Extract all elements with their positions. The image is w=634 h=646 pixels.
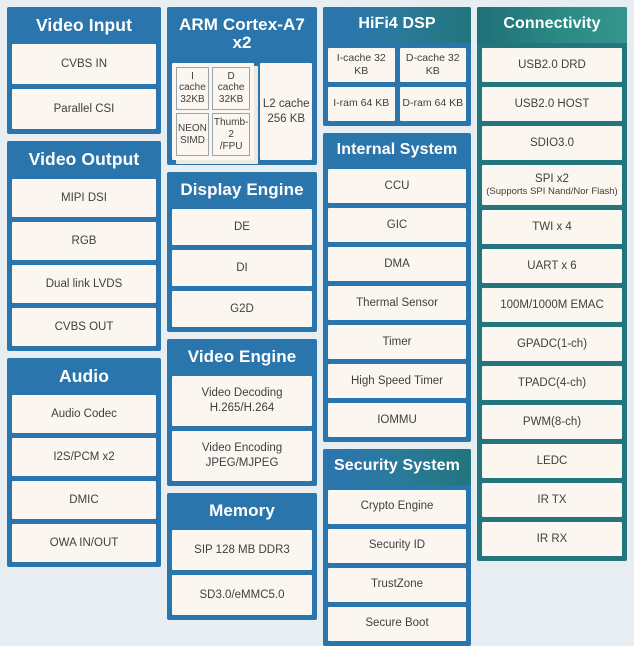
item-ledc[interactable]: LEDC: [482, 443, 622, 478]
item-thermal-sensor[interactable]: Thermal Sensor: [328, 285, 466, 320]
arm-core-body: I cache 32KB D cache 32KB NEON SIMD Th: [172, 62, 312, 165]
item-gic[interactable]: GIC: [328, 207, 466, 242]
item-dsp-i-ram[interactable]: I-ram 64 KB: [328, 87, 395, 122]
item-crypto-engine[interactable]: Crypto Engine: [328, 489, 466, 524]
item-i2s-pcm-x2[interactable]: I2S/PCM x2: [12, 438, 156, 477]
block-internal-system: Internal System CCU GIC DMA Thermal Sens…: [323, 133, 471, 442]
item-timer[interactable]: Timer: [328, 324, 466, 359]
l2-cache-line1: L2 cache: [262, 97, 310, 110]
video-decoding-sub: H.265/H.264: [209, 402, 275, 415]
block-security-system: Security System Crypto Engine Security I…: [323, 448, 471, 646]
item-emac[interactable]: 100M/1000M EMAC: [482, 287, 622, 322]
block-connectivity: Connectivity USB2.0 DRD USB2.0 HOST SDIO…: [477, 7, 627, 561]
block-audio: Audio Audio Codec I2S/PCM x2 DMIC OWA IN…: [7, 357, 161, 568]
item-security-id[interactable]: Security ID: [328, 528, 466, 563]
block-display-engine: Display Engine DE DI G2D: [167, 172, 317, 333]
cell-i-cache-line1: I cache: [179, 70, 206, 94]
arm-cache-stack: I cache 32KB D cache 32KB NEON SIMD Th: [172, 62, 259, 165]
hifi4-dsp-grid: I-cache 32 KB D-cache 32 KB I-ram 64 KB …: [328, 47, 466, 122]
diagram-column-4: Connectivity USB2.0 DRD USB2.0 HOST SDIO…: [477, 7, 627, 561]
item-di[interactable]: DI: [172, 250, 312, 287]
item-ir-rx[interactable]: IR RX: [482, 521, 622, 556]
block-title-security-system: Security System: [323, 448, 471, 485]
item-video-decoding[interactable]: Video Decoding H.265/H.264: [172, 376, 312, 427]
block-hifi4-dsp: HiFi4 DSP I-cache 32 KB D-cache 32 KB I-…: [323, 7, 471, 127]
block-title-hifi4-dsp: HiFi4 DSP: [323, 7, 471, 43]
cell-i-cache-line2: 32KB: [180, 94, 205, 106]
block-video-input: Video Input CVBS IN Parallel CSI: [7, 7, 161, 135]
cell-thumb2-fpu[interactable]: Thumb-2 /FPU: [211, 113, 251, 157]
item-ccu[interactable]: CCU: [328, 168, 466, 203]
video-decoding-label: Video Decoding: [201, 387, 283, 400]
item-video-encoding[interactable]: Video Encoding JPEG/MJPEG: [172, 431, 312, 482]
item-sdio30[interactable]: SDIO3.0: [482, 125, 622, 160]
item-cvbs-in[interactable]: CVBS IN: [12, 44, 156, 85]
block-arm-cortex-a7: ARM Cortex-A7 x2 I cache 32KB D cache 32…: [167, 7, 317, 166]
block-video-output: Video Output MIPI DSI RGB Dual link LVDS…: [7, 141, 161, 351]
cell-d-cache-line1: D cache: [217, 70, 245, 94]
block-title-display-engine: Display Engine: [180, 180, 304, 200]
block-title-arm-cortex-a7: ARM Cortex-A7 x2: [179, 15, 305, 52]
spi-x2-label: SPI x2: [535, 172, 569, 185]
block-title-internal-system: Internal System: [336, 141, 458, 159]
cell-neon-line1: NEON: [178, 122, 207, 134]
diagram-column-2: ARM Cortex-A7 x2 I cache 32KB D cache 32…: [167, 7, 317, 620]
cell-thumb2-line1: Thumb-2: [213, 117, 249, 140]
cell-d-cache-line2: 32KB: [218, 94, 244, 106]
item-ir-tx[interactable]: IR TX: [482, 482, 622, 517]
block-title-audio: Audio: [58, 365, 110, 386]
cell-neon-simd[interactable]: NEON SIMD: [176, 113, 209, 157]
item-secure-boot[interactable]: Secure Boot: [328, 606, 466, 641]
item-uart-x6[interactable]: UART x 6: [482, 248, 622, 283]
item-de[interactable]: DE: [172, 209, 312, 246]
block-title-memory: Memory: [209, 501, 275, 521]
block-memory: Memory SIP 128 MB DDR3 SD3.0/eMMC5.0: [167, 493, 317, 620]
item-pwm[interactable]: PWM(8-ch): [482, 404, 622, 439]
spi-x2-sub: (Supports SPI Nand/Nor Flash): [486, 186, 618, 198]
item-cvbs-out[interactable]: CVBS OUT: [12, 307, 156, 346]
soc-block-diagram: Video Input CVBS IN Parallel CSI Video O…: [7, 7, 627, 646]
cell-neon-line2: SIMD: [179, 134, 205, 146]
block-title-video-input: Video Input: [35, 15, 133, 35]
item-owa-in-out[interactable]: OWA IN/OUT: [12, 524, 156, 563]
arm-cache-card: I cache 32KB D cache 32KB NEON SIMD Th: [172, 62, 255, 161]
item-spi-x2[interactable]: SPI x2 (Supports SPI Nand/Nor Flash): [482, 164, 622, 205]
diagram-column-1: Video Input CVBS IN Parallel CSI Video O…: [7, 7, 161, 568]
item-dma[interactable]: DMA: [328, 246, 466, 281]
block-video-engine: Video Engine Video Decoding H.265/H.264 …: [167, 339, 317, 487]
item-gpadc[interactable]: GPADC(1-ch): [482, 326, 622, 361]
item-iommu[interactable]: IOMMU: [328, 402, 466, 437]
cell-i-cache[interactable]: I cache 32KB: [176, 66, 209, 111]
item-mipi-dsi[interactable]: MIPI DSI: [12, 178, 156, 217]
item-dual-link-lvds[interactable]: Dual link LVDS: [12, 264, 156, 303]
cell-d-cache[interactable]: D cache 32KB: [211, 66, 251, 111]
item-dmic[interactable]: DMIC: [12, 481, 156, 520]
item-usb20-drd[interactable]: USB2.0 DRD: [482, 47, 622, 82]
item-dsp-d-cache[interactable]: D-cache 32 KB: [399, 47, 466, 83]
item-parallel-csi[interactable]: Parallel CSI: [12, 89, 156, 130]
l2-cache-line2: 256 KB: [267, 112, 306, 125]
item-usb20-host[interactable]: USB2.0 HOST: [482, 86, 622, 121]
block-title-video-engine: Video Engine: [187, 347, 297, 367]
item-g2d[interactable]: G2D: [172, 291, 312, 328]
item-l2-cache[interactable]: L2 cache 256 KB: [260, 62, 312, 161]
video-encoding-label: Video Encoding: [201, 442, 283, 455]
item-sip-ddr3[interactable]: SIP 128 MB DDR3: [172, 530, 312, 570]
block-title-video-output: Video Output: [28, 149, 140, 170]
item-rgb[interactable]: RGB: [12, 221, 156, 260]
item-high-speed-timer[interactable]: High Speed Timer: [328, 363, 466, 398]
item-audio-codec[interactable]: Audio Codec: [12, 395, 156, 434]
block-title-connectivity: Connectivity: [477, 7, 627, 43]
item-twi-x4[interactable]: TWI x 4: [482, 209, 622, 244]
item-trustzone[interactable]: TrustZone: [328, 567, 466, 602]
video-encoding-sub: JPEG/MJPEG: [205, 457, 279, 470]
diagram-column-3: HiFi4 DSP I-cache 32 KB D-cache 32 KB I-…: [323, 7, 471, 646]
item-dsp-d-ram[interactable]: D-ram 64 KB: [399, 87, 466, 122]
item-sd-emmc[interactable]: SD3.0/eMMC5.0: [172, 575, 312, 615]
cell-thumb2-line2: /FPU: [219, 140, 243, 152]
item-dsp-i-cache[interactable]: I-cache 32 KB: [328, 47, 395, 83]
item-tpadc[interactable]: TPADC(4-ch): [482, 365, 622, 400]
